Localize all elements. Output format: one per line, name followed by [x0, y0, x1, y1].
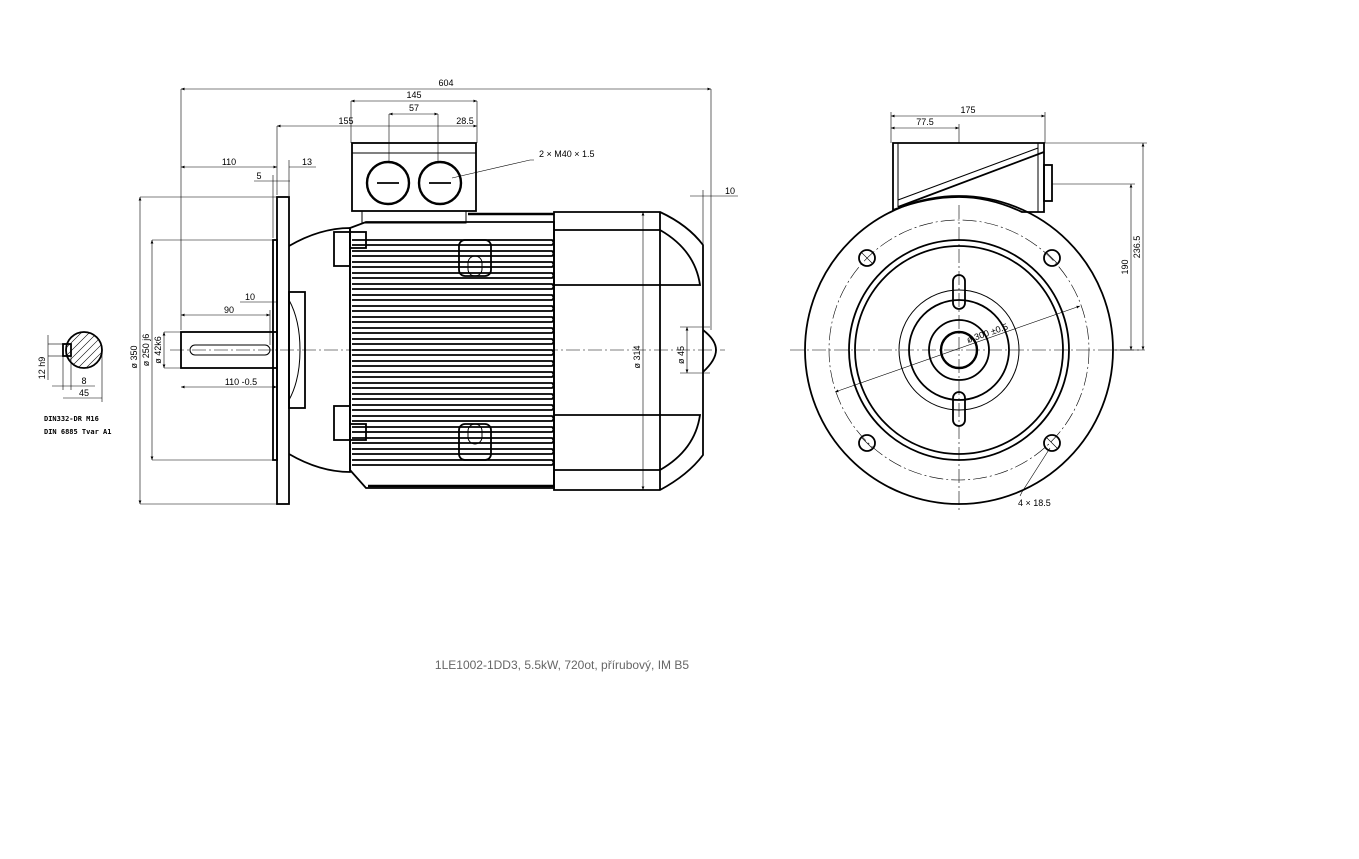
cable-gland-right	[417, 160, 463, 206]
dim-frame-dia: ø 314	[632, 345, 642, 368]
dim-rear-protrusion: 10	[725, 186, 735, 196]
note-key-standard: DIN 6885 Tvar A1	[44, 428, 111, 436]
label-bolt-holes: 4 × 18.5	[1018, 498, 1051, 508]
cooling-fin	[352, 415, 555, 422]
dim-box-offset: 28.5	[456, 116, 474, 126]
dim-key-height: 12 h9	[37, 357, 47, 380]
cooling-fin	[352, 250, 555, 257]
cooling-fin	[352, 426, 555, 433]
fan-hub	[702, 329, 717, 373]
cooling-fin	[352, 404, 555, 411]
cooling-fins	[352, 239, 555, 466]
cooling-fin	[352, 316, 555, 323]
dim-box-width: 175	[960, 105, 975, 115]
terminal-box	[351, 142, 477, 224]
dim-overall-length: 604	[438, 78, 453, 88]
bolt-holes	[858, 249, 1061, 452]
cooling-fin	[352, 371, 555, 378]
dim-front-box-offset: 77.5	[916, 117, 934, 127]
cooling-fin	[352, 294, 555, 301]
note-center-hole: DIN332-DR M16	[44, 415, 99, 423]
dim-key-offset: 10	[245, 292, 255, 302]
cooling-fin	[352, 437, 555, 444]
cooling-fin	[352, 239, 555, 246]
cooling-fin	[352, 382, 555, 389]
dim-terminal-center: 57	[409, 103, 419, 113]
cooling-fin	[352, 283, 555, 290]
cooling-fin	[352, 360, 555, 367]
cooling-fin	[352, 272, 555, 279]
dim-flange-thickness: 13	[302, 157, 312, 167]
dim-box-to-flange: 155	[338, 116, 353, 126]
dim-shaft-dia: ø 42k6	[153, 336, 163, 364]
dim-spigot-depth: 5	[256, 171, 261, 181]
dim-flange-dia: ø 350	[129, 345, 139, 368]
side-view: 604 145 57 155 28.5 110 13	[129, 78, 738, 505]
cooling-fin	[352, 338, 555, 345]
shaft-section: 12 h9 8 45 DIN332-DR M16 DIN 6885 Tvar A…	[37, 331, 111, 436]
dim-key-width: 8	[81, 376, 86, 386]
dim-shaft-length: 110	[222, 157, 236, 167]
side-dimensions: 604 145 57 155 28.5 110 13	[129, 78, 738, 505]
cooling-fin	[352, 459, 555, 466]
dim-key-length: 90	[224, 305, 234, 315]
dim-shaft-radius: 45	[79, 388, 89, 398]
cooling-fin	[352, 349, 555, 356]
cooling-fin	[352, 393, 555, 400]
dim-centre-height: 190	[1120, 259, 1130, 274]
front-view: 175 77.5 190 236.5 ø 300 ±0.5 4 × 18.5	[790, 105, 1147, 510]
pcd-circle	[828, 219, 1090, 481]
dim-box-height: 236.5	[1132, 236, 1142, 259]
dim-shaft-tolerance: 110 -0.5	[225, 377, 257, 387]
dim-spigot-dia: ø 250 j6	[141, 334, 151, 367]
drawing-caption: 1LE1002-1DD3, 5.5kW, 720ot, přírubový, I…	[435, 658, 689, 672]
dim-terminal-box-width: 145	[406, 90, 421, 100]
cooling-fin	[352, 305, 555, 312]
dim-fan-hub-dia: ø 45	[676, 346, 686, 364]
motor-frame	[349, 212, 555, 489]
cable-gland-left	[365, 160, 411, 206]
cooling-fin	[352, 327, 555, 334]
cooling-fin	[352, 448, 555, 455]
label-cable-gland: 2 × M40 × 1.5	[539, 149, 595, 159]
fan-cover	[553, 211, 717, 491]
flange	[272, 196, 306, 505]
cooling-fin	[352, 261, 555, 268]
